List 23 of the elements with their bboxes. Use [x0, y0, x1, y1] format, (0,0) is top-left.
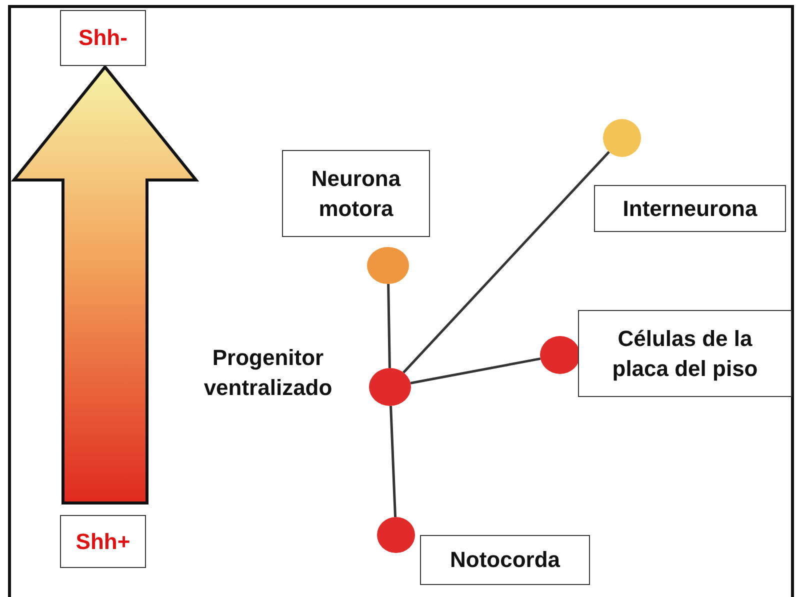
connector-line [387, 284, 391, 368]
label-box [60, 10, 146, 66]
cell-circle [377, 517, 415, 553]
node-label: Células de la placa del piso [611, 324, 759, 383]
label-box [578, 310, 792, 397]
cell-circle [367, 247, 409, 284]
label-box [282, 150, 430, 237]
node-label: Neurona motora [310, 164, 402, 222]
connector-line [410, 357, 541, 384]
node-label: Interneurona [622, 194, 758, 223]
connector-line [390, 406, 397, 518]
cell-circle [603, 119, 641, 157]
label-box [60, 515, 146, 568]
node-label: Shh+ [76, 528, 130, 556]
node-label: Notocorda [450, 546, 560, 574]
label-box [594, 185, 786, 232]
gradient-arrow [10, 64, 200, 504]
cell-circle [540, 336, 580, 374]
cell-circle [369, 368, 411, 406]
label-box [420, 535, 590, 585]
connector-line [402, 151, 610, 374]
node-label: Shh- [78, 24, 128, 52]
node-label: Progenitor ventralizado [202, 344, 334, 402]
